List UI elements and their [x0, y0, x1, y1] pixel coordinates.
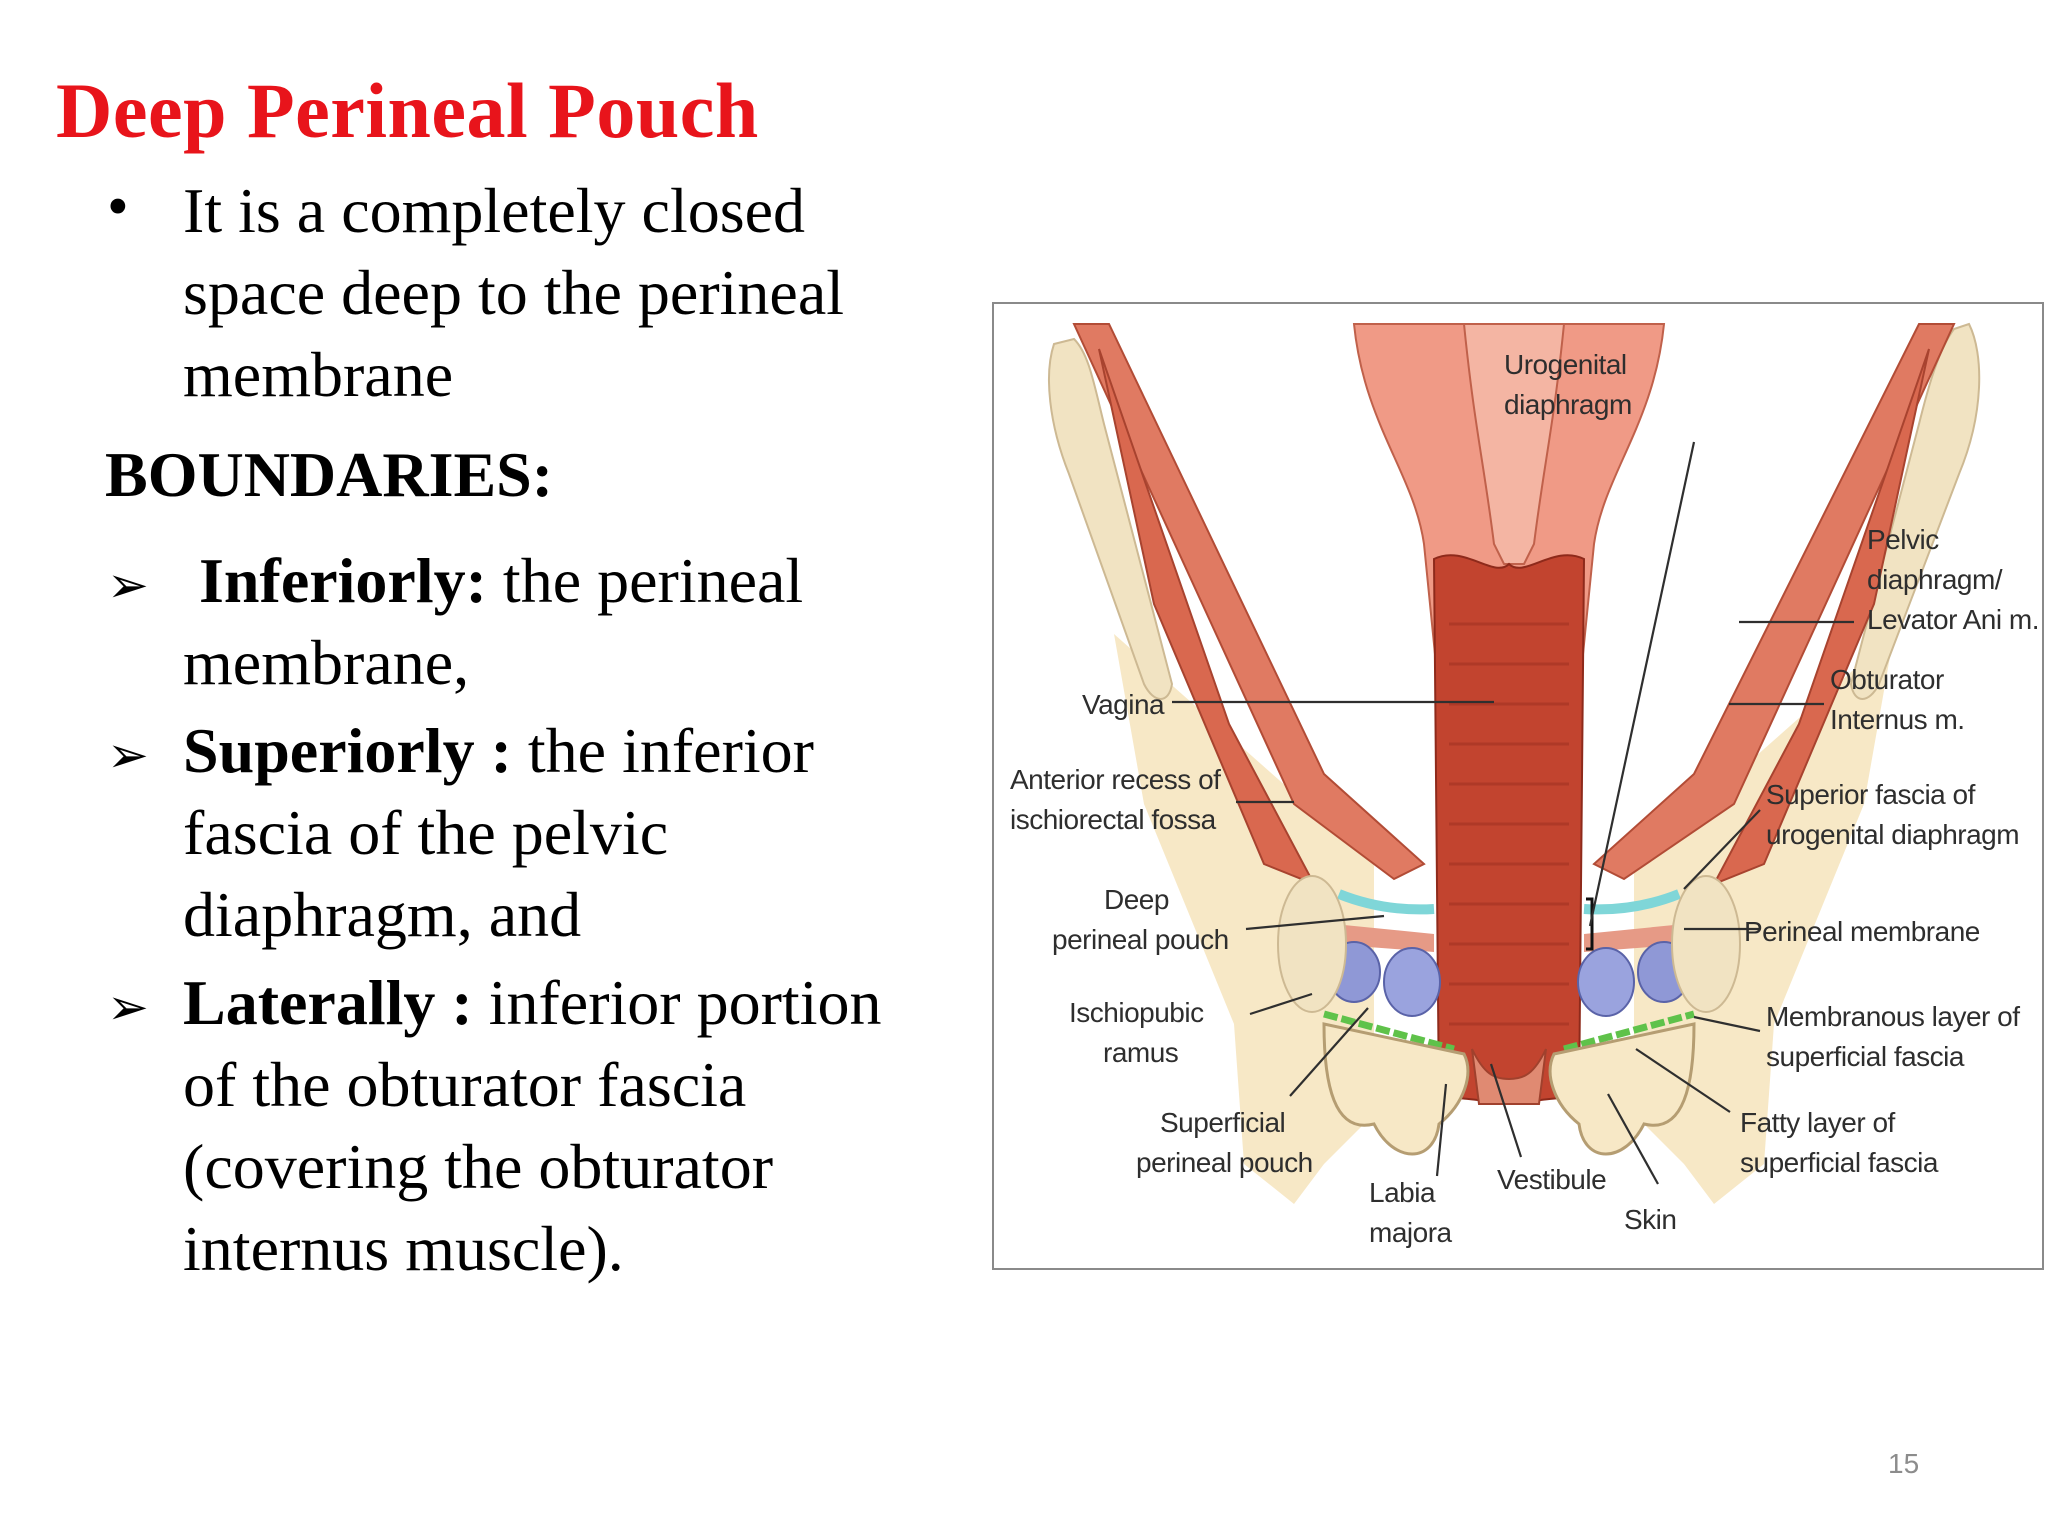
page-number: 15 — [1888, 1448, 1920, 1479]
deep-pouch-structure — [1383, 947, 1441, 1017]
boundary-text: internus muscle). — [183, 1213, 624, 1284]
arrow-bullet-icon: ➢ — [107, 978, 149, 1036]
leader-line — [1588, 441, 1696, 927]
bullet-line: It is a completely closed — [183, 175, 806, 246]
leader-line — [1607, 1093, 1659, 1185]
boundary-text: the inferior — [511, 715, 814, 786]
bullet-item: • It is a completely closed space deep t… — [105, 170, 965, 416]
boundary-inferiorly: ➢ Inferiorly: the perineal membrane, — [105, 540, 965, 704]
membranous-layer-left — [1323, 1010, 1455, 1053]
arrow-bullet-icon: ➢ — [107, 556, 149, 614]
slide-text: • It is a completely closed space deep t… — [105, 170, 965, 1290]
boundaries-heading: BOUNDARIES: — [105, 439, 554, 510]
leader-line — [1289, 1007, 1369, 1097]
arrow-bullet-icon: ➢ — [107, 726, 149, 784]
deep-pouch-structure — [1577, 947, 1635, 1017]
obturator-internus-right — [1711, 348, 1930, 886]
labia-majora-right — [1548, 1022, 1696, 1156]
bullet-line: space deep to the perineal — [183, 257, 844, 328]
leader-line — [1683, 809, 1761, 890]
slide-title: Deep Perineal Pouch — [56, 67, 759, 154]
labia-majora-left — [1322, 1022, 1470, 1156]
obturator-internus-left — [1098, 348, 1317, 886]
boundary-superiorly: ➢ Superiorly : the inferior fascia of th… — [105, 710, 965, 956]
leader-line — [1249, 992, 1313, 1016]
vagina-folds — [1449, 622, 1569, 1026]
boundary-term: Inferiorly: — [199, 545, 487, 616]
ischiopubic-ramus-left — [1277, 875, 1347, 1013]
boundary-text: inferior portion — [472, 967, 882, 1038]
rectum-wall — [1462, 323, 1566, 565]
leader-line — [1435, 1083, 1448, 1177]
fatty-tissue — [1634, 634, 1894, 1204]
boundary-text: membrane, — [183, 627, 470, 698]
bullet-line: membrane — [183, 339, 454, 410]
vagina — [1432, 554, 1586, 1106]
leader-line — [1693, 1015, 1761, 1033]
leader-line — [1489, 1063, 1523, 1158]
ischiopubic-ramus-right — [1671, 875, 1741, 1013]
boundary-term: Superiorly : — [183, 715, 512, 786]
boundary-laterally: ➢ Laterally : inferior portion of the ob… — [105, 962, 965, 1290]
urogenital-bracket — [1586, 897, 1594, 951]
label-vagina: Vagina — [1082, 689, 1165, 720]
boundary-text: (covering the obturator — [183, 1131, 773, 1202]
vestibule — [1471, 1048, 1547, 1105]
boundary-text: of the obturator fascia — [183, 1049, 747, 1120]
label-skin: Skin — [1624, 1204, 1676, 1235]
levator-ani-right — [1592, 323, 1956, 881]
label-perineal-membrane: Perineal membrane — [1744, 916, 1980, 947]
boundary-term: Laterally : — [183, 967, 473, 1038]
membranous-layer-right — [1563, 1010, 1695, 1053]
label-vestibule: Vestibule — [1497, 1164, 1606, 1195]
boundary-text: fascia of the pelvic — [183, 797, 669, 868]
boundary-text: diaphragm, and — [183, 879, 582, 950]
boundary-text: the perineal — [486, 545, 804, 616]
leader-line — [1635, 1048, 1731, 1113]
fatty-tissue — [1114, 634, 1374, 1204]
leader-line — [1245, 914, 1385, 931]
bullet-marker: • — [107, 173, 129, 241]
left-bone — [1048, 337, 1174, 700]
superior-fascia-left — [1337, 889, 1435, 915]
levator-ani-left — [1072, 323, 1426, 881]
